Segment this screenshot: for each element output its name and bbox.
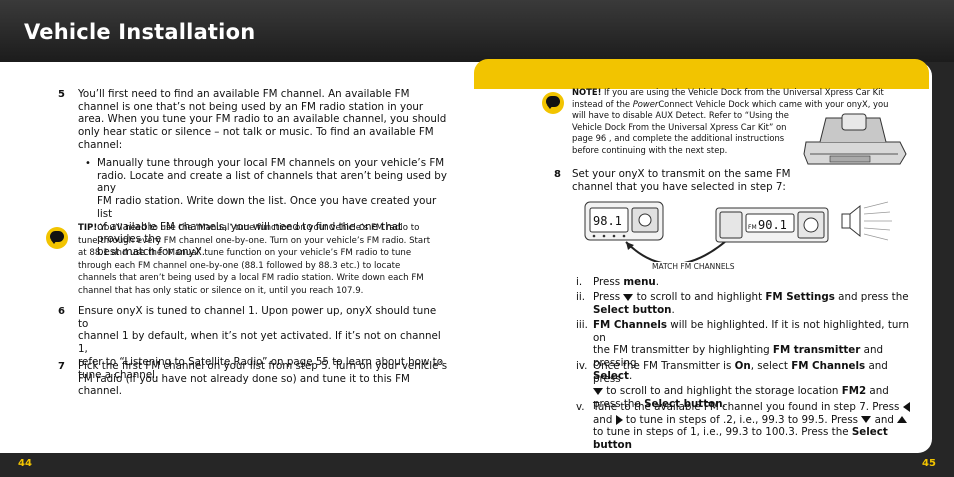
substep-ii-label: ii. [576, 291, 585, 303]
text-line: Vehicle Dock From the Universal Xpress C… [572, 121, 787, 132]
text-line: channel that you have selected in step 7… [572, 180, 786, 193]
text-line: Power [632, 98, 659, 109]
speaker-icon [841, 201, 892, 241]
radio-display-value: 90.1 [758, 218, 787, 232]
tip-label: TIP! [78, 223, 98, 233]
page-number-right: 45 [922, 458, 936, 469]
up-arrow-icon [897, 416, 908, 424]
text-line: page 96 , and complete the additional in… [572, 133, 785, 144]
page-title: Vehicle Installation [24, 20, 256, 44]
page-number-left: 44 [18, 458, 32, 469]
step-5-number: 5 [58, 89, 65, 100]
text-line: Ensure onyX is tuned to channel 1. Upon … [78, 305, 437, 330]
text-line: If you are using the Vehicle Dock from t… [601, 87, 884, 97]
text-line: channel that has only static or silence … [78, 285, 364, 296]
text-line: You’ll first need to find an available F… [78, 88, 410, 100]
header-bar: Vehicle Installation [0, 0, 954, 62]
text-line: area. When you tune your FM radio to an … [78, 113, 447, 126]
step-7-text: Pick the first FM channel on your list f… [78, 360, 448, 398]
text-line: instead of the [572, 98, 633, 109]
car-radio-illustration: FM 90.1 [715, 207, 829, 243]
match-fm-channels-figure: 98.1 FM 90.1 [584, 201, 892, 262]
text-line: tune through every FM channel one-by-one… [78, 235, 431, 246]
left-arrow-icon [902, 402, 910, 412]
text-line: will have to disable AUX Detect. Refer t… [572, 110, 789, 121]
text-line: Manually tune through your local FM chan… [97, 157, 445, 169]
tip-text: TIP! You’ll need to use the ‘Manual’ tun… [78, 222, 438, 298]
substep-iv-text: Once the FM Transmitter is On, select FM… [593, 360, 889, 411]
text-line: channels that aren’t being used by a loc… [78, 273, 424, 284]
tip-speech-bubble-icon [46, 227, 68, 249]
text-line: best match for onyX. [97, 245, 206, 258]
text-line: Set your onyX to transmit on the same FM [572, 168, 791, 180]
text-line: Pick the first FM channel on your list f… [78, 360, 448, 372]
device-display-value: 98.1 [593, 214, 622, 228]
text-line: channel: [78, 138, 123, 151]
text-line: You’ll need to use the ‘Manual’ tune fun… [97, 223, 420, 233]
text-line: refer to “Listening to Satellite Radio” … [78, 355, 443, 368]
accent-tab [474, 59, 929, 89]
text-line: at 88.1 and use the ‘Manual’ tune functi… [78, 248, 412, 259]
step-7-number: 7 [58, 361, 65, 372]
text-line: Connect Vehicle Dock which came with you… [658, 98, 889, 109]
step-5-text: You’ll first need to find an available F… [78, 88, 448, 152]
bullet-text: Manually tune through your local FM chan… [97, 157, 447, 259]
right-arrow-icon [615, 414, 623, 425]
text-line: of available FM channels, you will need … [97, 220, 403, 246]
substep-v-label: v. [576, 401, 585, 413]
text-line: only hear static or silence – not talk o… [78, 126, 434, 139]
down-arrow-icon [623, 293, 634, 301]
substep-iii-text: FM Channels will be highlighted. If it i… [593, 319, 909, 382]
onyx-device-illustration: 98.1 [584, 201, 664, 241]
down-arrow-icon [593, 387, 603, 395]
figure-caption: MATCH FM CHANNELS [652, 262, 735, 271]
substep-iii-label: iii. [576, 319, 588, 331]
step-6-text: Ensure onyX is tuned to channel 1. Upon … [78, 305, 448, 381]
text-line: through each FM channel one-by-one (88.1… [78, 260, 401, 271]
content-panel [0, 62, 932, 453]
step-8-number: 8 [554, 169, 561, 180]
substep-v-text: Tune to the available FM channel you fou… [593, 401, 913, 452]
text-line: channel 1 by default, when it’s not yet … [78, 330, 441, 356]
substep-i-text: Press menu. [593, 276, 660, 288]
note-speech-bubble-icon [542, 92, 564, 114]
substep-iv-label: iv. [576, 360, 588, 372]
text-line: FM radio (if you have not already done s… [78, 372, 410, 398]
substep-i-label: i. [576, 276, 583, 288]
text-line: before continuing with the next step. [572, 144, 728, 155]
step-6-number: 6 [58, 306, 65, 317]
text-line: FM radio station. Write down the list. O… [97, 195, 437, 220]
text-line: tune a channel. [78, 368, 159, 381]
substep-ii-text: Press to scroll to and highlight FM Sett… [593, 291, 909, 316]
note-label: NOTE! [572, 87, 602, 97]
text-line: channel is one that’s not being used by … [78, 100, 424, 113]
bullet-dot: • [85, 158, 91, 169]
down-arrow-icon [861, 416, 872, 424]
text-line: radio. Locate and create a list of chann… [97, 169, 447, 195]
radio-band: FM [748, 224, 757, 231]
note-text: NOTE! If you are using the Vehicle Dock … [572, 87, 912, 157]
step-8-text: Set your onyX to transmit on the same FM… [572, 168, 832, 193]
vehicle-dock-illustration [803, 113, 907, 165]
